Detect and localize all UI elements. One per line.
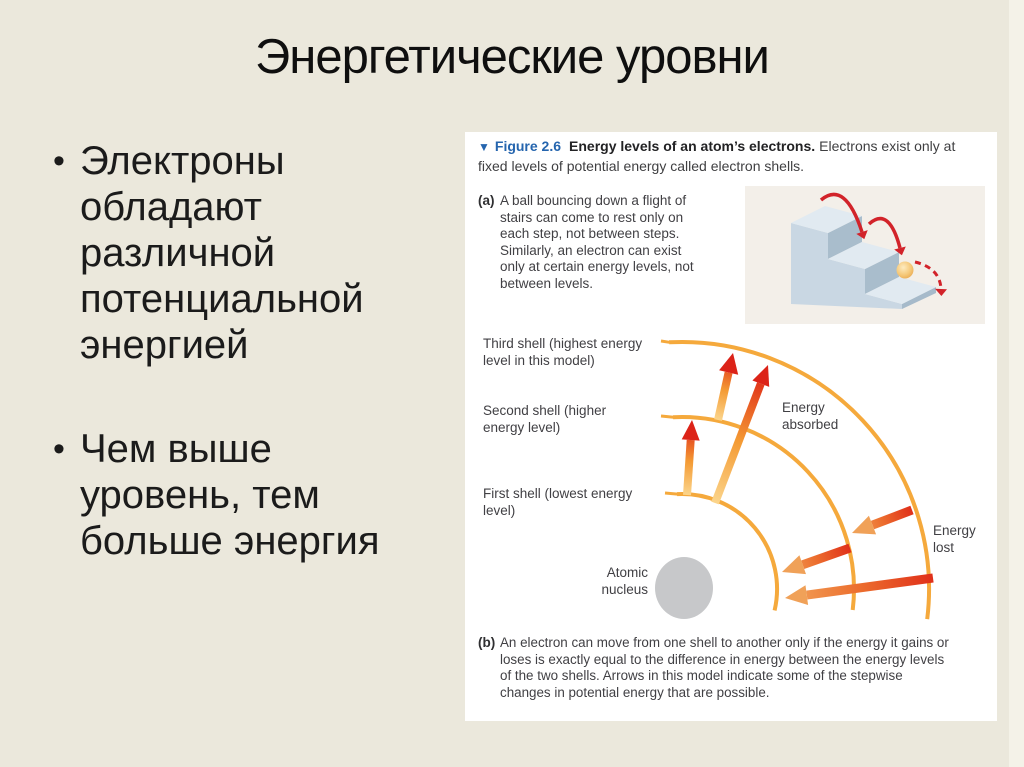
stairs-svg (745, 186, 985, 324)
shell-label-third: Third shell (highest energy level in thi… (483, 336, 643, 368)
bullet-marker: • (53, 142, 65, 180)
energy-absorbed-arrow-3-head (752, 365, 770, 387)
shell-label-first: First shell (lowest energy level) (483, 486, 633, 518)
bouncing-ball (896, 261, 914, 279)
stairs-front-face (791, 223, 902, 309)
figure-title: Energy levels of an atom’s electrons. (569, 138, 816, 154)
bullet-line: обладают (80, 185, 262, 229)
bullet-line: больше энергия (80, 519, 380, 563)
energy-lost-arrow-1-head (852, 515, 877, 535)
bounce-arrow-2 (867, 217, 902, 249)
figure-panel: ▼ Figure 2.6 Energy levels of an atom’s el… (465, 132, 997, 721)
panel-b-paragraph: (b) An electron can move from one shell … (478, 635, 970, 701)
bullet-line: Чем выше (80, 427, 272, 471)
figure-number: Figure 2.6 (494, 138, 562, 154)
bullet-item-1: • Электроны обладают различной потенциал… (45, 138, 437, 368)
bounce-arrow-dashed-head (935, 288, 947, 296)
bullet-marker: • (53, 430, 65, 468)
bullet-item-2: • Чем выше уровень, тем больше энергия (45, 426, 437, 564)
slide-title: Энергетические уровни (255, 30, 770, 84)
bullet-line: потенциальной (80, 277, 364, 321)
energy-absorbed-arrow-3 (711, 382, 765, 505)
stairs-top-step-1 (791, 206, 862, 233)
stairs-side-face-1 (828, 216, 862, 259)
shell-arc-third (668, 339, 932, 620)
panel-a-label: (a) (478, 193, 495, 208)
right-edge-strip (1009, 0, 1024, 767)
figure-pointer-icon: ▼ (478, 140, 490, 154)
bullet-line: различной (80, 231, 276, 275)
bounce-arrow-1-head (856, 230, 868, 240)
stairs-top-step-3 (865, 277, 936, 304)
figure-caption-text: Electrons exist only at fixed levels of … (478, 138, 956, 174)
energy-lost-arrow-3-head (785, 585, 809, 605)
energy-absorbed-arrow-2-head (719, 353, 739, 375)
shell-arc-second (672, 414, 856, 611)
atomic-nucleus-circle (655, 557, 713, 619)
energy-absorbed-label: Energy absorbed (782, 400, 839, 432)
energy-lost-label: Energy lost (933, 523, 976, 555)
panel-a-paragraph: (a) A ball bouncing down a flight of sta… (478, 193, 718, 293)
bullet-line: уровень, тем (80, 473, 320, 517)
energy-lost-arrow-2-head (782, 555, 806, 575)
stairs-side-face-2 (865, 252, 899, 294)
figure-caption: ▼ Figure 2.6 Energy levels of an atom’s el… (478, 137, 986, 176)
bullet-line: энергией (80, 323, 249, 367)
bounce-arrow-2-head (894, 246, 906, 256)
panel-b-text: An electron can move from one shell to a… (500, 635, 949, 700)
bounce-arrow-1 (819, 192, 864, 233)
energy-lost-arrow-1 (870, 505, 914, 530)
panel-b-label: (b) (478, 635, 496, 650)
stairs-illustration (745, 186, 985, 324)
stairs-side-face-3 (902, 287, 936, 309)
bounce-arrow-dashed (914, 260, 943, 290)
shell-arc-first (676, 492, 780, 611)
stairs-top-step-2 (828, 242, 899, 269)
panel-a-text: A ball bouncing down a flight of stairs … (500, 193, 694, 291)
bullet-line: Электроны (80, 139, 285, 183)
energy-absorbed-arrow-2 (714, 371, 733, 421)
bullet-list: • Электроны обладают различной потенциал… (45, 138, 437, 564)
atomic-nucleus-label: Atomic nucleus (601, 565, 648, 597)
energy-lost-arrow-3 (806, 573, 934, 600)
shell-label-second: Second shell (higher energy level) (483, 403, 607, 435)
energy-absorbed-arrow-1 (683, 439, 695, 496)
energy-absorbed-arrow-1-head (681, 420, 700, 441)
energy-lost-arrow-2 (801, 543, 852, 569)
